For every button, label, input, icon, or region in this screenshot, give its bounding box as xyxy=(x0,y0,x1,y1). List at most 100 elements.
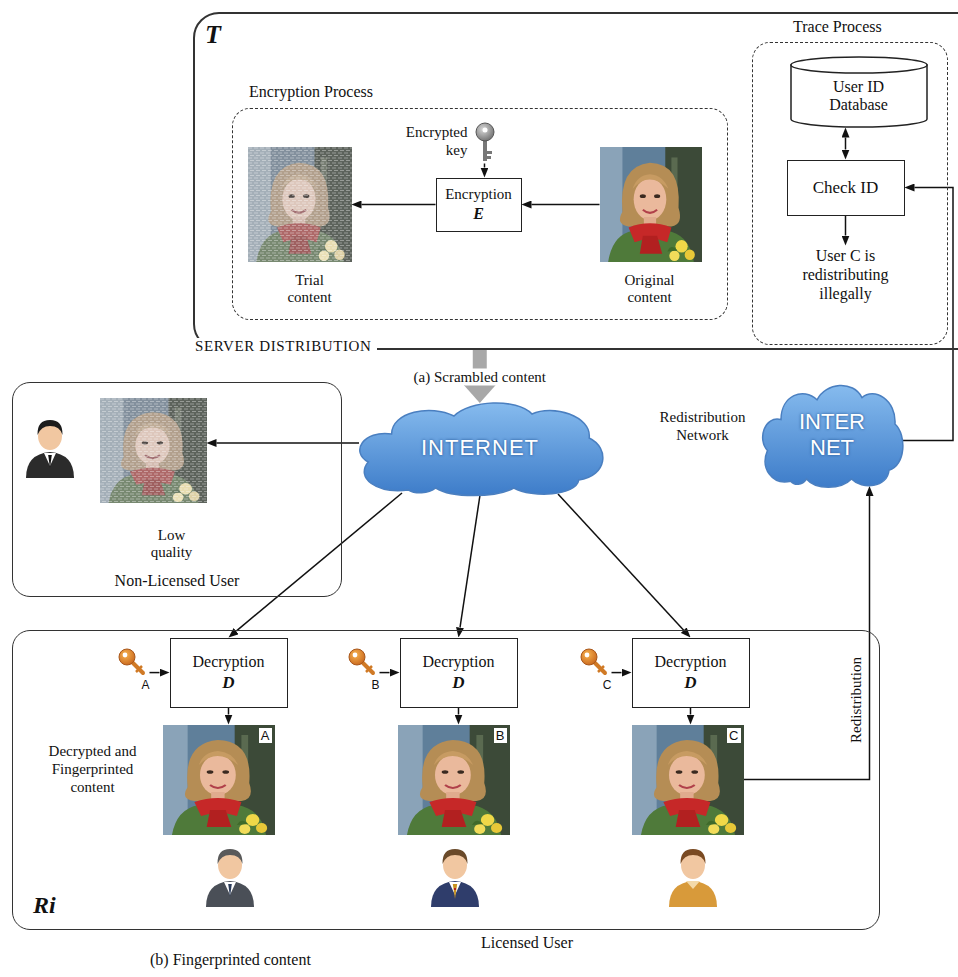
connector-arrow xyxy=(217,442,360,444)
photo xyxy=(398,725,510,835)
user-icon xyxy=(431,881,479,907)
key-letter: A xyxy=(141,678,149,692)
box-label: Decryption xyxy=(193,653,265,671)
photo xyxy=(100,398,207,503)
user-icon xyxy=(217,849,242,864)
key-input: Encrypted key xyxy=(388,120,510,164)
cloud-shape xyxy=(360,403,603,496)
database-cylinder: User ID Database xyxy=(790,56,928,128)
connector-arrow xyxy=(845,138,847,150)
box-label: Check ID xyxy=(813,178,879,198)
user-icon xyxy=(669,849,717,907)
photo xyxy=(248,147,352,262)
edge-label: (a) Scrambled content xyxy=(410,369,550,386)
user-icon xyxy=(442,849,467,864)
cloud-label: INTERNET xyxy=(421,435,539,461)
user-icon xyxy=(454,888,456,890)
key-icon xyxy=(581,649,605,673)
image-node: Trial content xyxy=(248,147,352,306)
content-label: Decrypted and Fingerprinted content xyxy=(35,742,150,796)
connector-arrow xyxy=(744,496,870,780)
process-box: DecryptionD xyxy=(400,638,518,708)
connector-arrow xyxy=(380,672,390,674)
user-icon xyxy=(431,849,479,907)
connector-arrow xyxy=(558,494,684,630)
group-letter: Ri xyxy=(33,892,56,919)
key-icon xyxy=(476,123,494,161)
connector-arrow xyxy=(845,216,847,236)
image-node: C xyxy=(632,725,744,835)
connector-arrow xyxy=(902,188,953,441)
photo xyxy=(398,725,510,835)
group-title: Licensed User xyxy=(481,934,573,952)
image-caption: Original content xyxy=(618,272,682,306)
key-icon xyxy=(580,648,608,676)
process-box: DecryptionD xyxy=(632,638,750,708)
box-label: Decryption xyxy=(655,653,727,671)
user-icon xyxy=(206,881,254,907)
process-group: Encryption ProcessEncrypted keyEncryptio… xyxy=(232,108,728,320)
user-icon xyxy=(686,881,700,889)
group-title: Trace Process xyxy=(793,18,882,36)
image-letter: A xyxy=(259,728,272,743)
image-node: Original content xyxy=(600,147,702,306)
photo xyxy=(100,398,207,503)
key-label: Encrypted key xyxy=(390,123,468,159)
network-label: Redistribution Network xyxy=(650,408,755,444)
user-icon xyxy=(26,420,74,478)
result-note: User C is redistributing illegally xyxy=(778,246,914,303)
key-icon xyxy=(118,648,146,676)
photo xyxy=(248,147,352,262)
cylinder-shape xyxy=(791,65,927,127)
group-title: Encryption Process xyxy=(249,83,373,101)
connector-arrow xyxy=(458,708,460,715)
box-symbol: E xyxy=(473,205,484,223)
key-icon xyxy=(349,649,373,673)
photo xyxy=(248,147,352,262)
box-label: Decryption xyxy=(423,653,495,671)
key-letter: B xyxy=(371,678,379,692)
panel-title: SERVER DISTRIBUTION xyxy=(189,338,377,355)
photo xyxy=(600,147,702,262)
box-symbol: D xyxy=(684,673,696,693)
user-group: Non-Licensed UserLow quality xyxy=(12,382,342,597)
user-icon xyxy=(37,420,62,435)
user-key: C xyxy=(580,648,612,692)
user-key: A xyxy=(118,648,150,692)
photo xyxy=(100,398,207,503)
key-icon xyxy=(348,648,376,676)
image-node: B xyxy=(398,725,510,835)
connector-arrow xyxy=(228,708,230,715)
user-icon xyxy=(206,849,254,907)
image-caption: Trial content xyxy=(278,272,342,306)
photo xyxy=(632,725,744,835)
photo xyxy=(163,725,275,835)
cloud-shape xyxy=(763,385,903,487)
key-icon xyxy=(119,649,143,673)
user-icon xyxy=(453,884,457,899)
panel-letter: T xyxy=(205,20,221,50)
image-letter: B xyxy=(494,728,507,743)
process-box: DecryptionD xyxy=(170,638,288,708)
user-group: RiLicensed UserADecryptionDBDecryptionDC… xyxy=(12,630,880,930)
image-caption: Low quality xyxy=(140,527,204,561)
connector-arrow xyxy=(532,204,600,206)
network-cloud: INTERNET xyxy=(350,398,610,498)
image-node: A xyxy=(163,725,275,835)
user-icon xyxy=(48,455,52,468)
note-text: User C is redistributing illegally xyxy=(778,246,914,303)
user-icon xyxy=(228,884,232,897)
image-letter: C xyxy=(727,728,740,743)
photo xyxy=(600,147,702,262)
database-label: User ID Database xyxy=(813,78,905,114)
user-icon xyxy=(669,881,717,907)
connector-arrow xyxy=(612,672,622,674)
photo xyxy=(163,725,275,835)
key-icon xyxy=(472,122,498,162)
figure-caption: (b) Fingerprinted content xyxy=(150,951,311,969)
connector-arrow xyxy=(362,204,436,206)
process-group: Trace ProcessUser ID DatabaseCheck IDUse… xyxy=(752,42,948,345)
cylinder-shape xyxy=(791,57,927,73)
network-cloud: INTER NET xyxy=(757,380,907,490)
